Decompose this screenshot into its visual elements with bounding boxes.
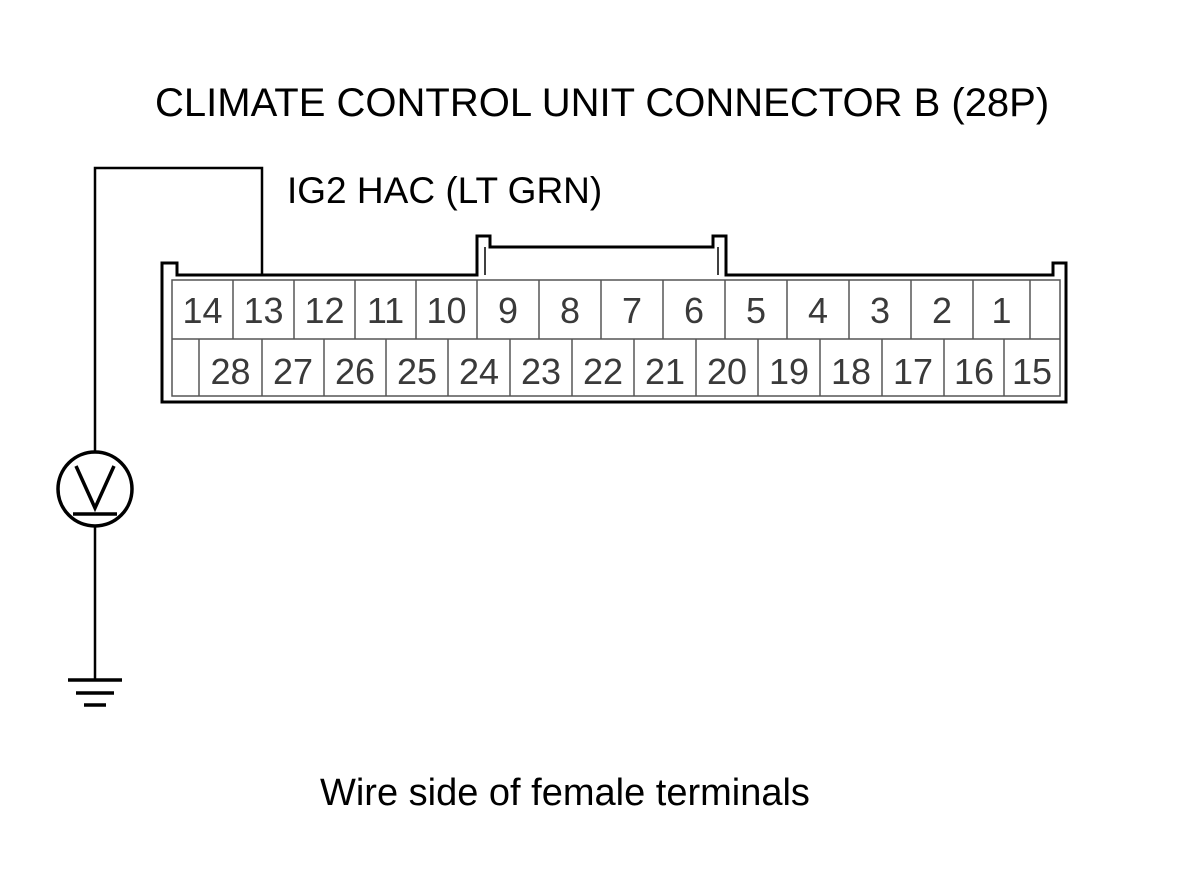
bottom-pin-19: 19 <box>769 351 809 392</box>
top-pin-7: 7 <box>622 290 642 331</box>
top-row-dividers <box>232 280 1031 339</box>
bottom-row-pins: 28 27 26 25 24 23 22 21 20 19 18 17 16 15 <box>210 351 1052 392</box>
bottom-pin-20: 20 <box>707 351 747 392</box>
bottom-pin-21: 21 <box>645 351 685 392</box>
top-pin-2: 2 <box>932 290 952 331</box>
top-pin-1: 1 <box>991 290 1011 331</box>
bottom-pin-26: 26 <box>335 351 375 392</box>
bottom-pin-25: 25 <box>397 351 437 392</box>
bottom-pin-28: 28 <box>210 351 250 392</box>
top-pin-3: 3 <box>870 290 890 331</box>
bottom-pin-23: 23 <box>521 351 561 392</box>
top-pin-4: 4 <box>808 290 828 331</box>
bottom-pin-22: 22 <box>583 351 623 392</box>
connector-housing <box>160 234 1068 404</box>
top-pin-11: 11 <box>367 290 404 331</box>
bottom-row-dividers <box>198 339 1005 396</box>
top-pin-6: 6 <box>684 290 704 331</box>
voltmeter-icon <box>56 450 134 528</box>
bottom-pin-16: 16 <box>954 351 994 392</box>
bottom-pin-18: 18 <box>831 351 871 392</box>
bottom-pin-24: 24 <box>459 351 499 392</box>
top-pin-13: 13 <box>243 290 283 331</box>
top-pin-12: 12 <box>304 290 344 331</box>
diagram-title: CLIMATE CONTROL UNIT CONNECTOR B (28P) <box>155 81 1049 125</box>
top-pin-10: 10 <box>426 290 466 331</box>
ground-icon <box>68 678 122 707</box>
diagram-caption: Wire side of female terminals <box>320 772 810 814</box>
top-pin-8: 8 <box>560 290 580 331</box>
bottom-pin-17: 17 <box>893 351 933 392</box>
top-pin-5: 5 <box>746 290 766 331</box>
top-pin-9: 9 <box>498 290 518 331</box>
bottom-pin-15: 15 <box>1012 351 1052 392</box>
wire-label: IG2 HAC (LT GRN) <box>287 170 602 211</box>
probe-wire <box>93 166 264 452</box>
top-pin-14: 14 <box>182 290 222 331</box>
bottom-pin-27: 27 <box>273 351 313 392</box>
